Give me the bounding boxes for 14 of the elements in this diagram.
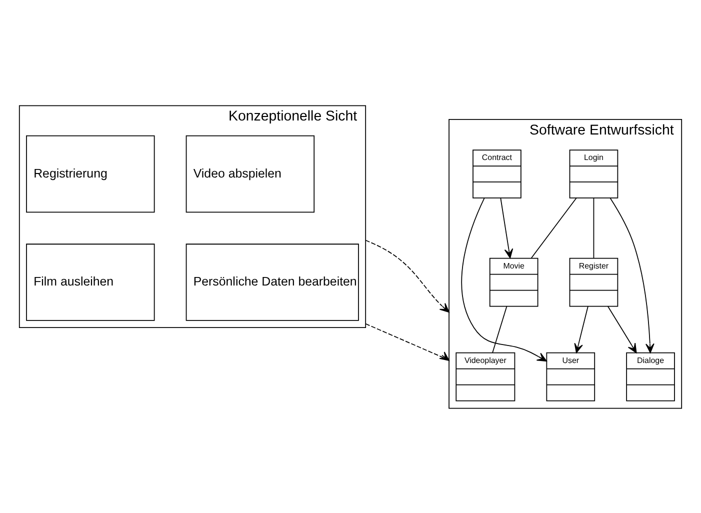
- arrow: [365, 239, 450, 312]
- arrow: [610, 197, 654, 353]
- node-box: Persönliche Daten bearbeiten: [186, 243, 359, 320]
- arrow: [607, 305, 637, 353]
- connector: [530, 197, 577, 258]
- arrow: [574, 305, 588, 353]
- connector: [492, 305, 508, 353]
- arrow: [365, 322, 450, 360]
- node-box: Registrierung: [26, 134, 155, 212]
- arrow: [461, 197, 547, 361]
- node-box: Film ausleihen: [26, 243, 155, 320]
- connector: [593, 197, 594, 258]
- node-box: Video abspielen: [186, 134, 315, 212]
- arrow: [500, 197, 514, 258]
